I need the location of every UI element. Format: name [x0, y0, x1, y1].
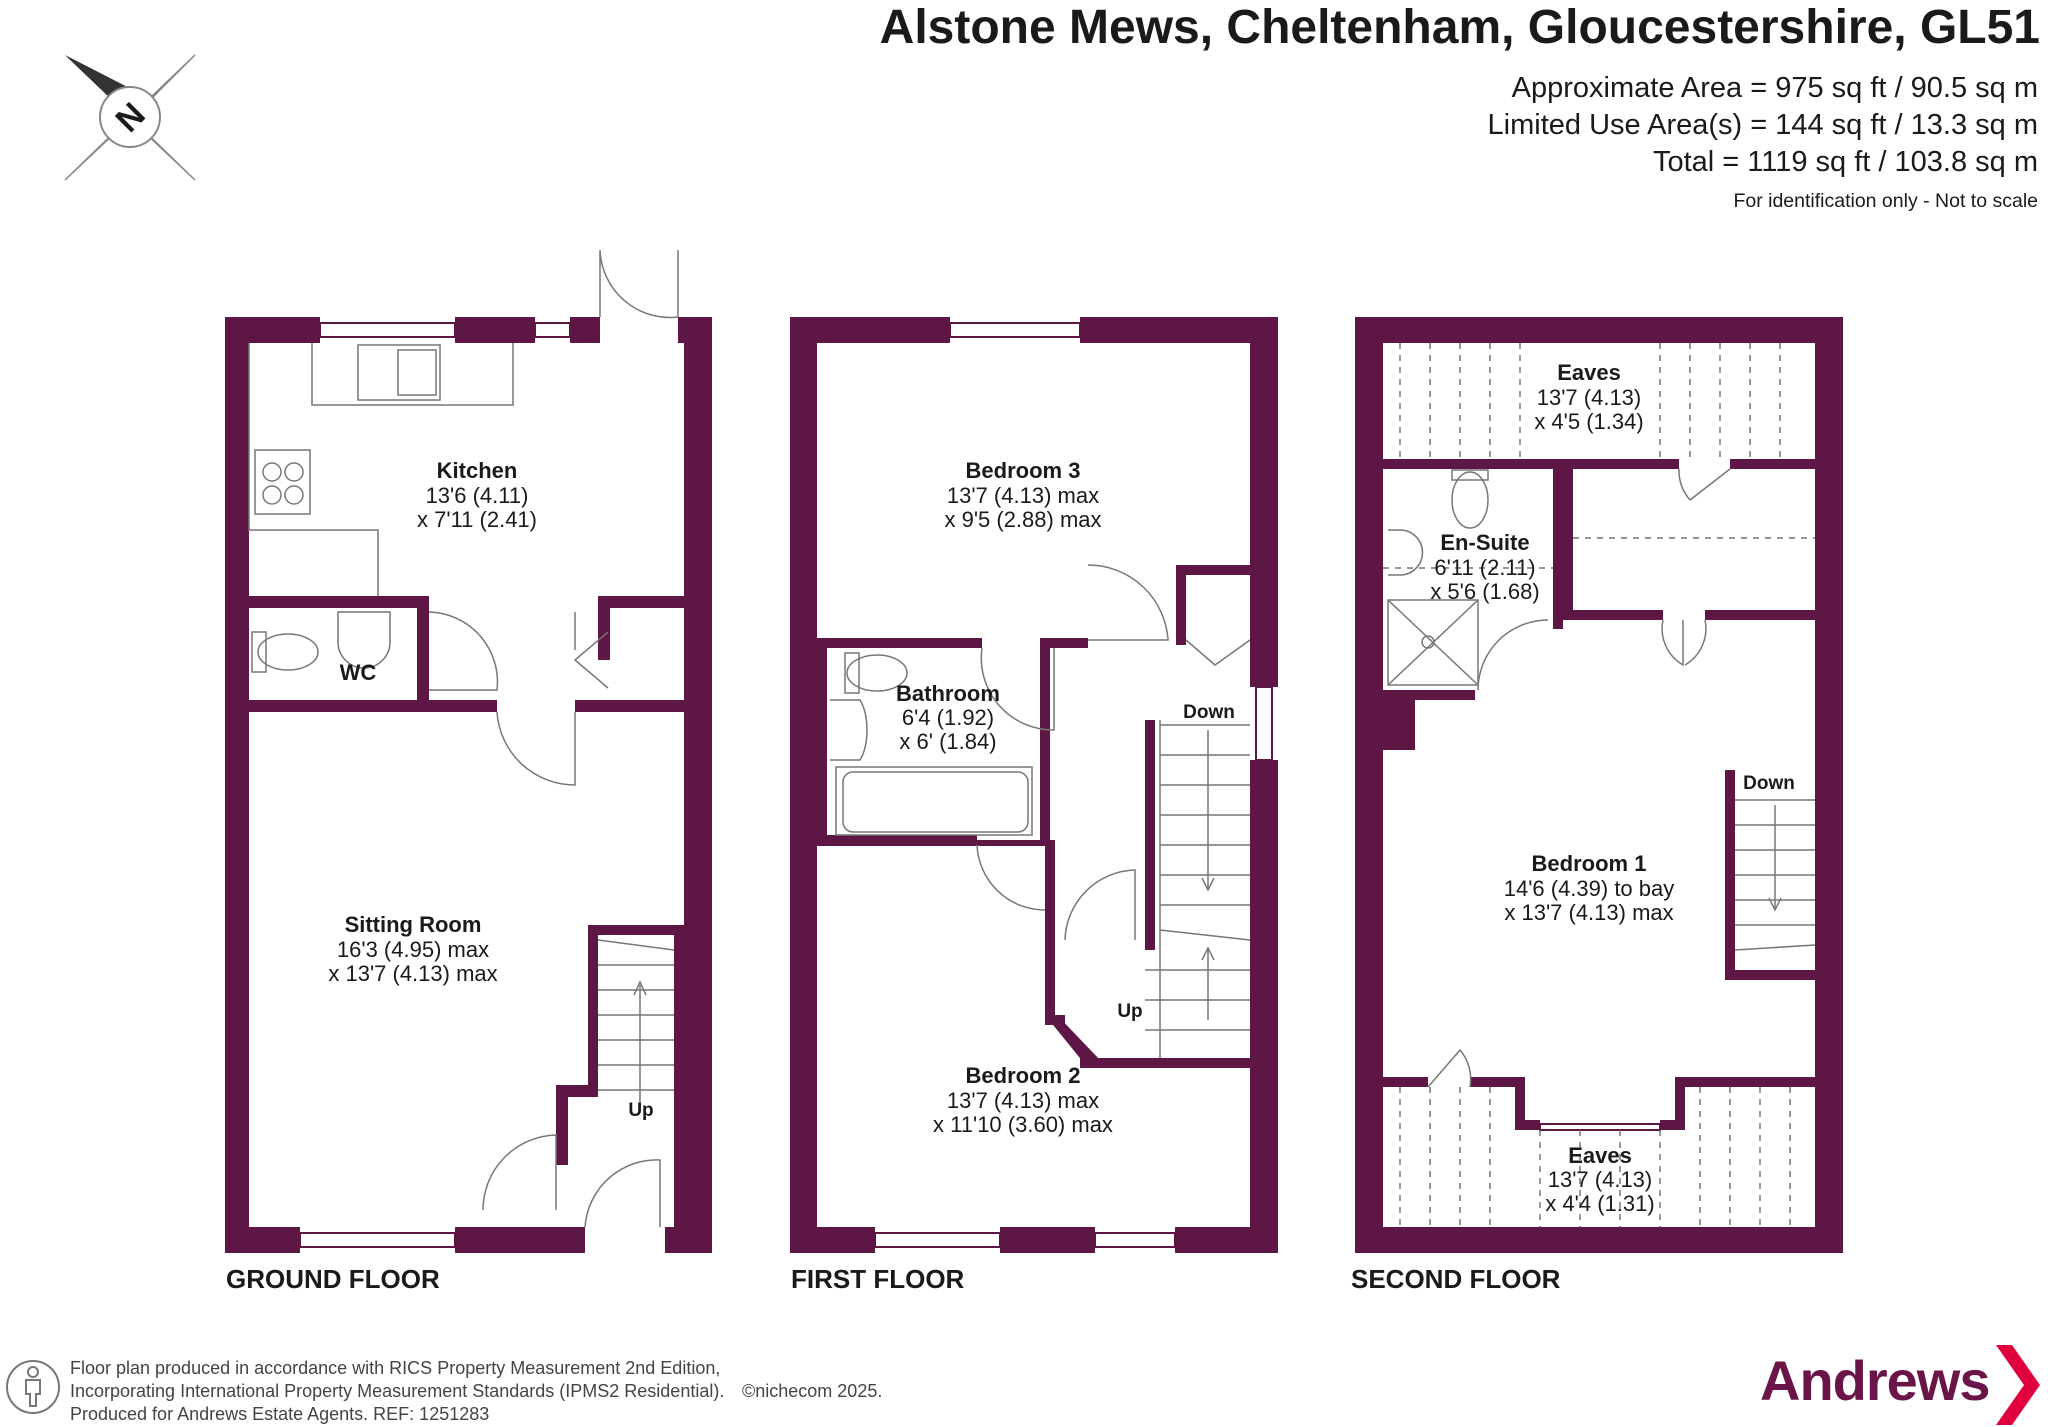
- second-stairs-down-label: Down: [1743, 773, 1795, 794]
- sitting-room-dim2: x 13'7 (4.13) max: [328, 961, 497, 986]
- kitchen-dim2: x 7'11 (2.41): [417, 507, 537, 532]
- ensuite-dim2: x 5'6 (1.68): [1430, 579, 1539, 604]
- wc-name: WC: [340, 660, 377, 685]
- first-stairs-up-label: Up: [1117, 1001, 1142, 1022]
- kitchen-name: Kitchen: [437, 458, 518, 483]
- first-stairs-down-label: Down: [1183, 702, 1235, 723]
- ensuite-dim1: 6'11 (2.11): [1434, 555, 1535, 580]
- footer-text: Floor plan produced in accordance with R…: [70, 1357, 882, 1426]
- bedroom3-dim2: x 9'5 (2.88) max: [944, 507, 1101, 532]
- kitchen-dim1: 13'6 (4.11): [426, 483, 529, 508]
- eaves-top-dim2: x 4'5 (1.34): [1534, 409, 1643, 434]
- bathroom-dim2: x 6' (1.84): [899, 729, 996, 754]
- eaves-top-dim1: 13'7 (4.13): [1537, 385, 1642, 410]
- bedroom1-dim2: x 13'7 (4.13) max: [1504, 900, 1673, 925]
- eaves-top-name: Eaves: [1557, 360, 1621, 385]
- sitting-room-dim1: 16'3 (4.95) max: [337, 937, 489, 962]
- eaves-bottom-dim1: 13'7 (4.13): [1548, 1167, 1653, 1192]
- windows: [299, 322, 1661, 1248]
- fixtures: [248, 249, 1816, 1228]
- ground-floor-walls: [225, 317, 712, 1253]
- brand-logo: Andrews: [1760, 1349, 1990, 1412]
- bedroom1-name: Bedroom 1: [1532, 851, 1647, 876]
- bedroom1-dim1: 14'6 (4.39) to bay: [1504, 876, 1675, 901]
- page-title: Alstone Mews, Cheltenham, Gloucestershir…: [879, 1, 2040, 54]
- footer-line2: Incorporating International Property Mea…: [70, 1381, 725, 1401]
- eaves-bottom-name: Eaves: [1568, 1143, 1632, 1168]
- footer-copyright: ©nichecom 2025.: [742, 1381, 883, 1401]
- identification-note: For identification only - Not to scale: [1733, 190, 2038, 212]
- bedroom2-dim1: 13'7 (4.13) max: [947, 1088, 1099, 1113]
- bathroom-name: Bathroom: [896, 681, 1000, 706]
- total-area-text: Total = 1119 sq ft / 103.8 sq m: [1652, 146, 2038, 178]
- bedroom3-name: Bedroom 3: [966, 458, 1081, 483]
- ground-floor-label: GROUND FLOOR: [226, 1264, 440, 1294]
- brand-chevron-icon: [1996, 1345, 2040, 1425]
- second-floor-label: SECOND FLOOR: [1351, 1264, 1561, 1294]
- limited-use-area-text: Limited Use Area(s) = 144 sq ft / 13.3 s…: [1487, 109, 2038, 141]
- sitting-room-name: Sitting Room: [345, 912, 482, 937]
- bedroom2-name: Bedroom 2: [966, 1063, 1081, 1088]
- eaves-bottom-dim2: x 4'4 (1.31): [1545, 1191, 1654, 1216]
- ensuite-name: En-Suite: [1440, 530, 1529, 555]
- north-compass-icon: N: [64, 54, 196, 181]
- first-floor-label: FIRST FLOOR: [791, 1264, 965, 1294]
- bathroom-dim1: 6'4 (1.92): [902, 705, 994, 730]
- footer-line3: Produced for Andrews Estate Agents. REF:…: [70, 1404, 490, 1424]
- ground-stairs-up-label: Up: [628, 1100, 653, 1121]
- bedroom3-dim1: 13'7 (4.13) max: [947, 483, 1099, 508]
- bedroom2-dim2: x 11'10 (3.60) max: [933, 1112, 1113, 1137]
- person-icon: [6, 1360, 60, 1414]
- first-floor-walls: [790, 317, 1278, 1253]
- approx-area-text: Approximate Area = 975 sq ft / 90.5 sq m: [1511, 72, 2038, 104]
- second-floor-walls: [1355, 317, 1843, 1253]
- footer-line1: Floor plan produced in accordance with R…: [70, 1358, 721, 1378]
